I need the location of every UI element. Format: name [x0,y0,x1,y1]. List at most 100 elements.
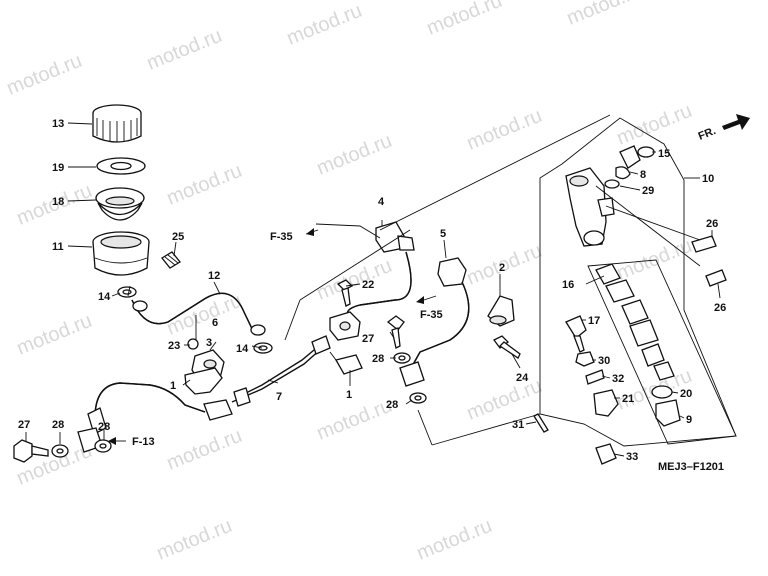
guide-lines [127,114,701,446]
part-label-9: 9 [686,414,692,426]
bolt [493,335,521,359]
part-label-3: 3 [206,337,212,349]
reservoir-screw [161,251,181,269]
clevis [595,443,617,465]
diaphragm [95,187,145,221]
part-label-14: 14 [98,291,111,303]
brake-hose-upper [399,281,470,387]
part-label-13: 13 [52,118,64,130]
push-rod-joint [593,389,619,417]
hose-guide [487,295,515,327]
part-label-1: 1 [346,389,352,401]
part-label-4: 4 [378,196,385,208]
direction-label: FR. [697,125,718,143]
sealing-washer [94,439,112,453]
joint [375,221,415,253]
watermark: motod.ru [164,160,245,210]
master-cylinder [565,167,615,247]
o-ring [637,146,655,158]
part-label-16: 16 [562,279,574,291]
front-arrow-icon [722,114,750,130]
part-label-19: 19 [52,162,64,174]
hose-joint [619,145,641,169]
reference-f-35: F-35 [420,309,443,321]
brake-hose-lower [77,382,233,453]
watermark: motod.ru [314,255,395,305]
watermark: motod.ru [314,395,395,445]
part-label-33: 33 [626,451,638,463]
part-label-23: 23 [168,340,180,352]
reference-arrows [108,228,437,445]
leader-lines [25,122,721,457]
assembly-frame [539,117,737,447]
hose-clip [117,286,137,298]
part-label-30: 30 [598,355,610,367]
banjo-bolt [13,439,49,463]
part-label-31: 31 [512,419,524,431]
part-label-22: 22 [362,279,374,291]
part-label-12: 12 [208,270,220,282]
sealing-washer [393,352,411,364]
part-label-7: 7 [276,391,282,403]
dust-seal [655,399,681,427]
part-label-8: 8 [640,169,646,181]
hose-bracket [329,311,361,341]
part-label-21: 21 [622,393,634,405]
circlip [615,166,631,180]
part-label-28: 28 [372,353,384,365]
part-label-28: 28 [52,419,64,431]
watermark: motod.ru [144,25,225,75]
part-label-15: 15 [658,148,670,160]
nut [575,351,595,367]
part-label-18: 18 [52,196,64,208]
part-label-6: 6 [212,317,218,329]
watermark: motod.ru [614,100,695,150]
sealing-washer [409,392,427,404]
part-label-28: 28 [98,421,110,433]
watermark: motod.ru [464,105,545,155]
part-label-10: 10 [702,173,714,185]
reference-labels: F-35 F-35 F-13 [132,231,443,448]
part-labels: 13 19 18 11 14 25 12 6 23 3 14 1 7 27 28… [18,118,726,463]
watermark: motod.ru [464,375,545,425]
watermark: motod.ru [164,425,245,475]
part-label-27: 27 [362,333,374,345]
watermark: motod.ru [614,235,695,285]
push-rod [565,315,587,353]
watermark: motod.ru [154,515,235,565]
bolt [187,338,199,350]
watermark: motod.ru [14,310,95,360]
piston-kit [587,259,737,445]
part-label-27: 27 [18,419,30,431]
brake-pipe [231,335,331,407]
part-label-26: 26 [714,302,726,314]
reference-f-13: F-13 [132,436,155,448]
part-label-2: 2 [499,262,505,274]
bolt [386,315,405,349]
part-label-17: 17 [588,315,600,327]
part-label-28: 28 [386,399,398,411]
part-label-26: 26 [706,218,718,230]
watermark: motod.ru [564,0,645,30]
reservoir-hose [131,292,266,336]
diagram-code: MEJ3–F1201 [658,461,724,473]
watermark: motod.ru [414,515,495,565]
cotter-pin [533,413,549,433]
part-label-29: 29 [642,185,654,197]
clamp [184,367,223,395]
clamp [329,351,363,375]
mounting-bolt [691,235,717,253]
watermark: motod.ru [4,50,85,100]
part-label-24: 24 [516,372,529,384]
part-label-32: 32 [612,373,624,385]
joint [437,257,467,287]
front-direction-indicator: FR. [697,114,750,143]
boot [651,385,673,399]
watermark: motod.ru [314,130,395,180]
reservoir-cap [92,104,142,143]
o-ring [604,179,620,189]
part-label-11: 11 [52,241,64,253]
part-label-5: 5 [440,228,446,240]
mounting-bolt [705,269,727,287]
